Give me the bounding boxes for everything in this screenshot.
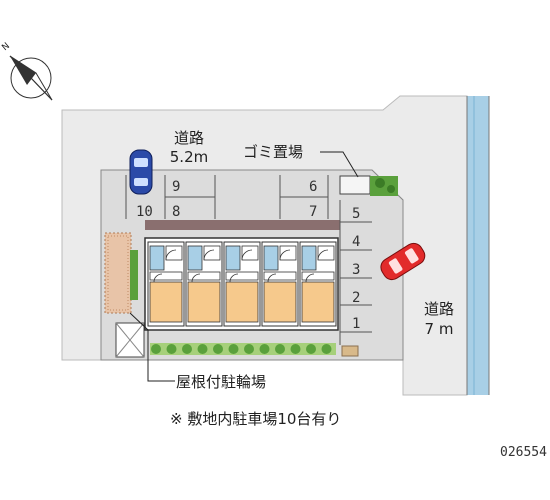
bicycle-shelter <box>104 232 132 314</box>
shrub <box>182 344 192 354</box>
road-right-width: 7 m <box>425 320 454 338</box>
shrub <box>275 344 285 354</box>
parking-number-1: 1 <box>352 316 360 332</box>
parking-number-5: 5 <box>352 206 360 222</box>
bicycle-label: 屋根付駐輪場 <box>176 373 266 391</box>
building-roof <box>145 220 340 230</box>
parking-number-9: 9 <box>172 179 180 195</box>
parking-number-2: 2 <box>352 290 360 306</box>
bicycle-rack <box>130 250 138 300</box>
apartment-unit <box>185 241 223 327</box>
parking-number-6: 6 <box>309 179 317 195</box>
waterway <box>467 96 489 395</box>
parking-number-4: 4 <box>352 234 360 250</box>
parking-area-right <box>339 200 372 345</box>
red-car-icon <box>380 242 426 281</box>
blue-car-icon <box>129 149 153 195</box>
shrub <box>306 344 316 354</box>
shrub <box>290 344 301 354</box>
garbage-area <box>339 175 371 195</box>
garbage-leader-line <box>320 151 359 178</box>
parking-number-3: 3 <box>352 262 360 278</box>
road-top-width: 5.2m <box>170 148 208 166</box>
bicycle-leader-line <box>129 312 175 382</box>
shrubs <box>151 344 332 354</box>
shrub <box>228 344 239 354</box>
apartment-unit <box>261 241 299 327</box>
parking-number-7: 7 <box>309 204 317 220</box>
apartment-unit <box>299 241 337 327</box>
apartment-unit <box>147 241 185 327</box>
road-top-name: 道路 <box>174 129 204 147</box>
garbage-label: ゴミ置場 <box>243 143 303 161</box>
light-box <box>341 345 359 357</box>
image-code: 026554 <box>500 445 547 460</box>
apartment-unit <box>223 241 261 327</box>
shrub <box>321 344 332 354</box>
parking-number-8: 8 <box>172 204 180 220</box>
parking-number-10: 10 <box>136 204 153 220</box>
shrub <box>197 344 208 354</box>
shrub <box>166 344 177 354</box>
shrub <box>244 344 254 354</box>
apartment-units <box>147 241 337 327</box>
svg-text:N: N <box>0 41 12 53</box>
shrub <box>259 344 270 354</box>
greenery-bottom <box>150 343 336 355</box>
shrub <box>213 344 223 354</box>
parking-note: ※ 敷地内駐車場10台有り <box>170 410 341 428</box>
compass-icon: N <box>0 41 53 101</box>
road-right-name: 道路 <box>424 300 454 318</box>
parking-area-upper <box>125 175 329 219</box>
shrub <box>151 344 161 354</box>
